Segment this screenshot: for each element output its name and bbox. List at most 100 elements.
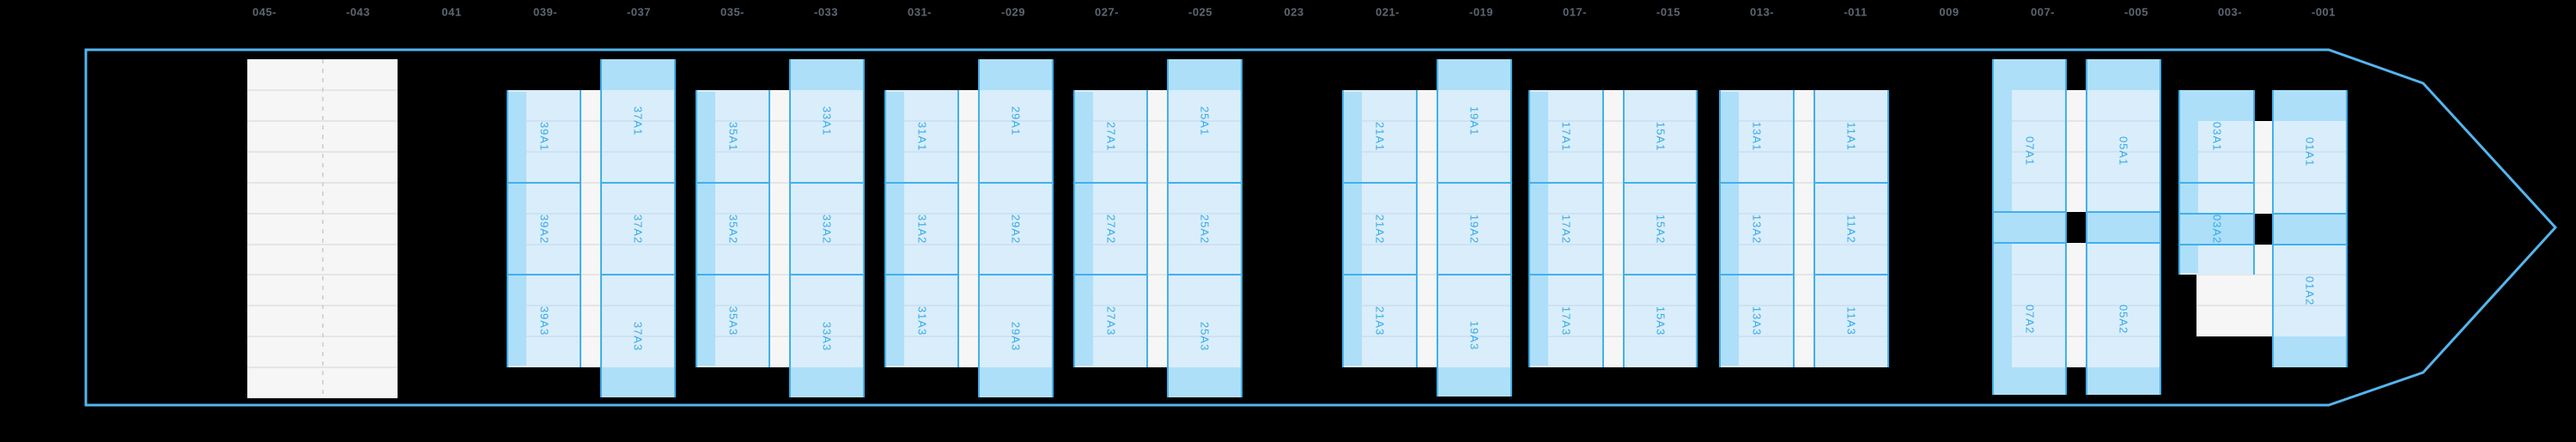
cell-01A1[interactable]: 01A1 bbox=[2274, 90, 2346, 214]
grid-row-line bbox=[1546, 182, 1698, 184]
cell-35A3[interactable]: 35A3 bbox=[697, 275, 769, 367]
bay-axis-label: -043 bbox=[345, 5, 371, 19]
cell-17A3[interactable]: 17A3 bbox=[1530, 275, 1602, 367]
cell-25A3[interactable]: 25A3 bbox=[1169, 275, 1241, 397]
cell-27A1[interactable]: 27A1 bbox=[1075, 90, 1146, 183]
cell-35A1[interactable]: 35A1 bbox=[697, 90, 769, 183]
grid-row-line bbox=[2087, 336, 2160, 337]
cell-39A3[interactable]: 39A3 bbox=[508, 275, 580, 367]
cell-25A1[interactable]: 25A1 bbox=[1169, 59, 1241, 183]
cell-03A1[interactable]: 03A1 bbox=[2180, 90, 2253, 183]
cell-39A2[interactable]: 39A2 bbox=[508, 183, 580, 275]
grid-row-line bbox=[1438, 213, 1510, 215]
cell-15A3[interactable]: 15A3 bbox=[1625, 275, 1696, 367]
grid-row-line bbox=[1075, 213, 1146, 215]
cell-05A1[interactable]: 05A1 bbox=[2087, 59, 2160, 243]
grid-row-line bbox=[791, 151, 863, 153]
cell-divider-line bbox=[1994, 242, 2065, 244]
cell-29A2[interactable]: 29A2 bbox=[980, 183, 1052, 275]
cell-label-39A1: 39A1 bbox=[538, 121, 550, 152]
cell-divider-line bbox=[697, 274, 769, 275]
cell-27A2[interactable]: 27A2 bbox=[1075, 183, 1146, 275]
cell-11A2[interactable]: 11A2 bbox=[1815, 183, 1887, 275]
grid-row-line bbox=[1075, 244, 1146, 245]
cell-03A2[interactable]: 03A2 bbox=[2180, 183, 2253, 275]
cell-17A2[interactable]: 17A2 bbox=[1530, 183, 1602, 275]
cell-11A3[interactable]: 11A3 bbox=[1815, 275, 1887, 367]
cell-label-11A2: 11A2 bbox=[1844, 214, 1858, 244]
bay-axis-label: -033 bbox=[813, 5, 839, 19]
grid-row-line bbox=[791, 336, 863, 337]
cell-37A2[interactable]: 37A2 bbox=[602, 183, 674, 275]
grid-row-line bbox=[1344, 244, 1416, 245]
cell-21A1[interactable]: 21A1 bbox=[1344, 90, 1416, 183]
grid-row-line bbox=[1625, 336, 1696, 337]
cell-label-37A3: 37A3 bbox=[631, 321, 645, 351]
cell-label-31A2: 31A2 bbox=[915, 214, 928, 244]
bay-axis-label: -001 bbox=[2311, 5, 2336, 19]
cell-37A1[interactable]: 37A1 bbox=[602, 59, 674, 183]
cell-13A1[interactable]: 13A1 bbox=[1721, 90, 1793, 183]
cell-15A1[interactable]: 15A1 bbox=[1625, 90, 1696, 183]
cell-label-31A1: 31A1 bbox=[915, 121, 928, 152]
cell-21A3[interactable]: 21A3 bbox=[1344, 275, 1416, 367]
cell-01A2[interactable]: 01A2 bbox=[2274, 214, 2346, 367]
cell-divider-line bbox=[1721, 274, 1793, 275]
cell-07A1[interactable]: 07A1 bbox=[1994, 59, 2065, 243]
grid-row-line bbox=[1994, 182, 2065, 184]
cell-divider-line bbox=[2087, 242, 2160, 244]
cell-31A3[interactable]: 31A3 bbox=[886, 275, 957, 367]
cell-37A3[interactable]: 37A3 bbox=[602, 275, 674, 397]
bay-axis-label: 017- bbox=[1562, 5, 1588, 19]
grid-row-line bbox=[602, 336, 674, 337]
cell-label-13A3: 13A3 bbox=[1750, 306, 1764, 336]
cell-19A1[interactable]: 19A1 bbox=[1438, 59, 1510, 183]
cell-07A2[interactable]: 07A2 bbox=[1994, 243, 2065, 395]
cell-13A2[interactable]: 13A2 bbox=[1721, 183, 1793, 275]
grid-row-line bbox=[1169, 151, 1241, 153]
cell-11A1[interactable]: 11A1 bbox=[1815, 90, 1887, 183]
cell-39A1[interactable]: 39A1 bbox=[508, 90, 580, 183]
grid-row-line bbox=[602, 151, 674, 153]
cell-29A3[interactable]: 29A3 bbox=[980, 275, 1052, 397]
cell-label-05A2: 05A2 bbox=[2117, 304, 2130, 334]
cell-15A2[interactable]: 15A2 bbox=[1625, 183, 1696, 275]
grid-row-line bbox=[1546, 213, 1698, 215]
cell-25A2[interactable]: 25A2 bbox=[1169, 183, 1241, 275]
grid-row-line bbox=[1075, 305, 1146, 306]
cell-label-19A1: 19A1 bbox=[1467, 106, 1481, 136]
grid-row-line bbox=[791, 244, 863, 245]
cell-33A2[interactable]: 33A2 bbox=[791, 183, 863, 275]
bay-axis-label: 003- bbox=[2217, 5, 2243, 19]
cell-31A1[interactable]: 31A1 bbox=[886, 90, 957, 183]
bay-axis-label: 023 bbox=[1284, 5, 1304, 19]
cell-19A3[interactable]: 19A3 bbox=[1438, 275, 1510, 397]
cell-33A1[interactable]: 33A1 bbox=[791, 59, 863, 183]
cell-35A2[interactable]: 35A2 bbox=[697, 183, 769, 275]
cell-divider-line bbox=[886, 182, 957, 184]
grid-row-line bbox=[1625, 120, 1696, 122]
cell-05A2[interactable]: 05A2 bbox=[2087, 243, 2160, 395]
cell-27A3[interactable]: 27A3 bbox=[1075, 275, 1146, 367]
cell-21A2[interactable]: 21A2 bbox=[1344, 183, 1416, 275]
grid-row-line bbox=[886, 244, 957, 245]
grid-row-line bbox=[1360, 151, 1512, 153]
cell-fill-grid bbox=[1438, 90, 1510, 367]
grid-row-line bbox=[791, 213, 863, 215]
grid-row-line bbox=[508, 213, 580, 215]
cell-label-39A3: 39A3 bbox=[538, 306, 550, 336]
grid-row-line bbox=[508, 151, 580, 153]
cell-33A3[interactable]: 33A3 bbox=[791, 275, 863, 397]
cell-label-15A1: 15A1 bbox=[1654, 121, 1667, 152]
grid-row-line bbox=[980, 151, 1052, 153]
cell-19A2[interactable]: 19A2 bbox=[1438, 183, 1510, 275]
bay-axis-label: -011 bbox=[1844, 5, 1868, 19]
cell-29A1[interactable]: 29A1 bbox=[980, 59, 1052, 183]
cell-label-13A2: 13A2 bbox=[1750, 214, 1764, 244]
cell-17A1[interactable]: 17A1 bbox=[1530, 90, 1602, 183]
cell-31A2[interactable]: 31A2 bbox=[886, 183, 957, 275]
cell-13A3[interactable]: 13A3 bbox=[1721, 275, 1793, 367]
grid-row-line bbox=[1994, 274, 2065, 275]
